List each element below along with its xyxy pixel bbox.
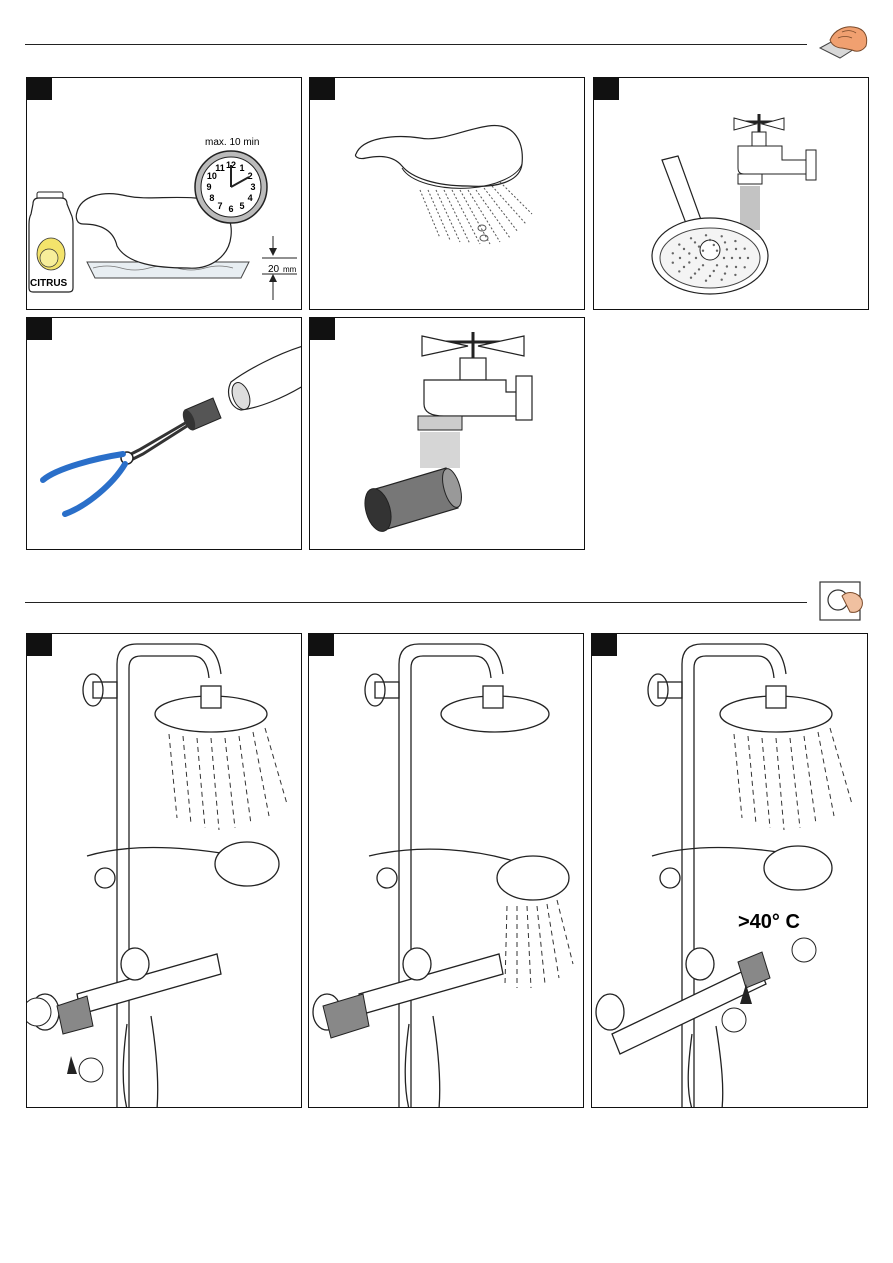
clock-number: 7 <box>217 201 222 211</box>
step-remove-filter-panel <box>26 317 302 550</box>
water-tap-icon <box>734 114 816 184</box>
bottle-label: CITRUS <box>30 278 68 289</box>
clock-number: 3 <box>250 182 255 192</box>
clock-number: 6 <box>228 204 233 214</box>
clock-label: max. 10 min <box>205 137 259 148</box>
pliers-icon <box>43 422 187 514</box>
temperature-label: >40° C <box>738 911 800 933</box>
section-2-divider <box>25 602 807 603</box>
depth-value: 20 <box>268 264 280 275</box>
clock-number: 8 <box>209 193 214 203</box>
step-rinse-filter-panel <box>309 317 585 550</box>
clock-number: 11 <box>215 163 225 173</box>
section-1-divider <box>25 44 807 45</box>
citrus-bottle-icon <box>29 192 73 292</box>
step-adjust-panel-1 <box>26 633 302 1108</box>
clock-number: 9 <box>206 182 211 192</box>
step-adjust-panel-2 <box>308 633 584 1108</box>
step-soak-panel: CITRUS max. 10 min 121234567891011 20 mm <box>26 77 302 310</box>
step-adjust-panel-3: >40° C <box>591 633 868 1108</box>
thermostat-hand-icon <box>818 580 866 622</box>
clock-number: 4 <box>248 193 253 203</box>
clock-number: 1 <box>239 163 244 173</box>
filter-screen-icon <box>360 467 465 535</box>
clock-number: 5 <box>239 201 244 211</box>
step-rinse-panel <box>309 77 585 310</box>
step-flush-panel <box>593 77 869 310</box>
depth-unit: mm <box>283 265 297 274</box>
cleaning-hand-icon <box>812 22 870 64</box>
water-tap-icon <box>418 332 532 430</box>
clock-number: 2 <box>248 171 253 181</box>
